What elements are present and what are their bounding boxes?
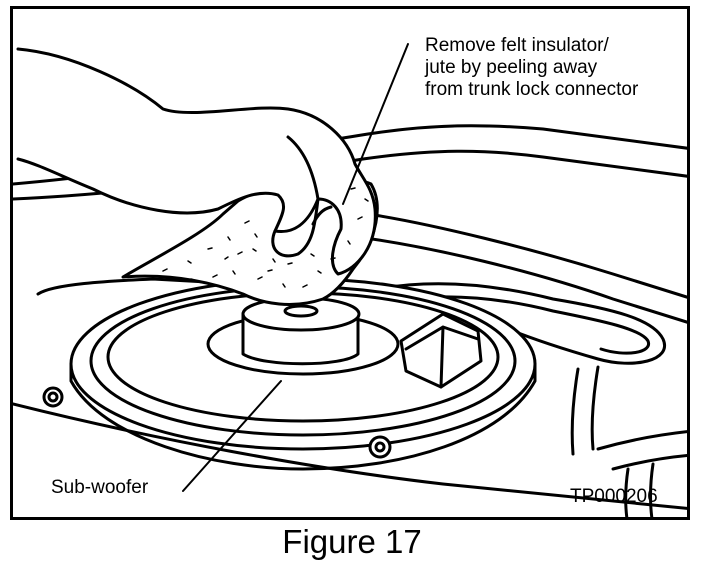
knuckle-line [311,205,333,226]
floor-rib-1 [570,367,580,456]
trunk-floor-left-edge [36,277,245,296]
mounting-bolt-left [42,386,64,408]
trunk-panel-ridge-lower [356,235,687,324]
felt-callout-line-1: Remove felt insulator/ [425,35,609,56]
mounting-bolt-front-inner [374,441,386,453]
mounting-bolt-left-inner [47,391,59,403]
center-cylinder-hole [283,304,319,318]
felt-callout-line-2: jute by peeling away [425,57,598,78]
floor-rib-2 [590,365,600,451]
reference-code: TP000206 [570,486,658,507]
trunk-illustration [13,43,687,517]
figure-caption: Figure 17 [282,523,422,560]
floor-rib-4 [611,454,687,471]
trunk-panel-ridge [366,212,687,299]
subwoofer-callout: Sub-woofer [51,477,149,498]
floor-rib-3 [596,430,687,451]
felt-insulator-callout: Remove felt insulator/ jute by peeling a… [425,35,638,101]
mounting-bolt-front [368,435,392,459]
finger-line-2 [286,135,320,201]
connector-block-edge [404,325,480,389]
floor-rib-5 [624,467,630,517]
floor-rib-6 [649,462,655,517]
figure-illustration: Remove felt insulator/ jute by peeling a… [10,6,690,520]
hand-arm [16,47,377,276]
subwoofer-outer-wall [69,362,537,471]
finger-line-1 [273,197,320,234]
felt-texture [162,187,369,288]
trunk-floor-outline [13,402,687,510]
felt-callout-line-3: from trunk lock connector [425,79,639,100]
subwoofer-callout-leader [182,380,282,492]
felt-callout-leader [342,43,409,205]
